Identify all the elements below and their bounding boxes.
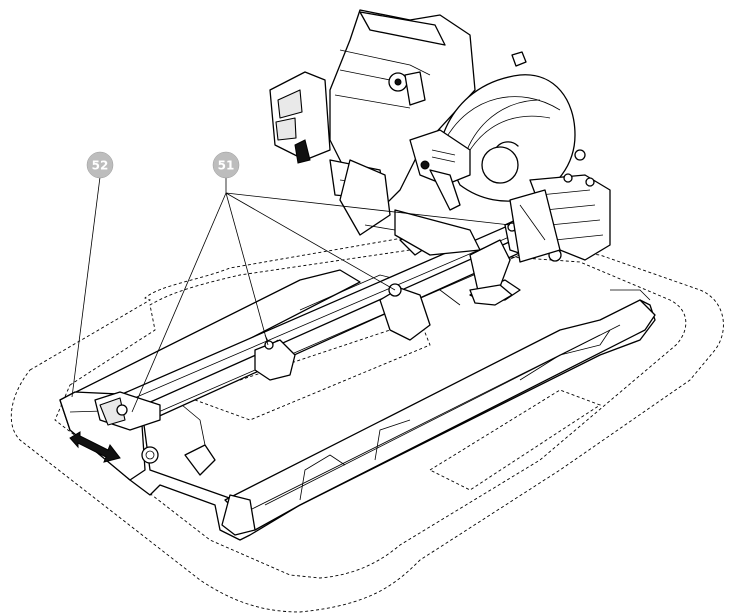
callout-52-circle [86,151,114,179]
callout-51-label: 51 [218,159,235,173]
motor-blade-assembly [269,9,611,306]
callout-52: 52 [86,151,114,179]
dashed-stand-outline [10,234,724,613]
callout-51-circle [212,151,240,179]
slide-direction-arrow [69,431,121,463]
callout-51: 51 [212,151,240,179]
leader-lines [71,176,511,413]
callout-52-label: 52 [92,159,109,173]
